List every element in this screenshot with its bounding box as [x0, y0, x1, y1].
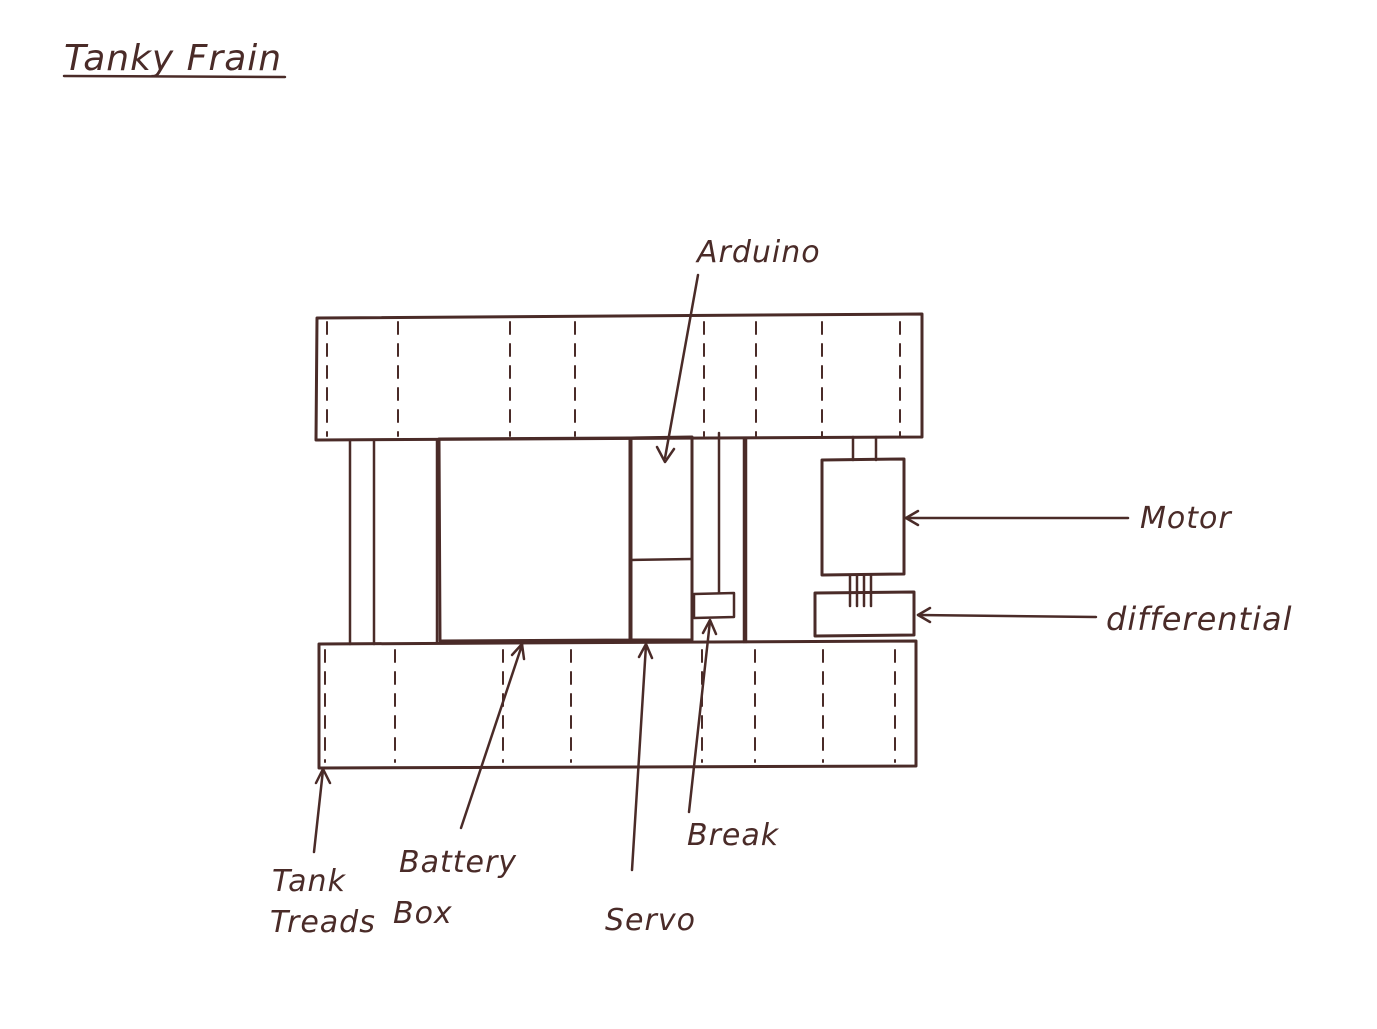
brake-block: [694, 593, 734, 618]
battery-box: [439, 438, 630, 641]
label-battery-box-line1: Battery: [399, 845, 517, 880]
label-battery-box-line2: Box: [393, 896, 453, 931]
frame-rails: [350, 433, 746, 644]
label-brake: Break: [687, 818, 780, 853]
label-differential: differential: [1106, 600, 1292, 638]
label-arduino: Arduino: [695, 235, 821, 270]
top-tank-tread: [316, 314, 922, 440]
title-underline: [64, 76, 285, 77]
label-tank-treads-line1: Tank: [272, 864, 347, 899]
label-motor: Motor: [1140, 501, 1232, 536]
arduino-servo-column: [631, 437, 692, 640]
diagram-title: Tanky Frain: [64, 38, 282, 79]
motor-body: [822, 437, 904, 606]
label-servo: Servo: [605, 903, 696, 938]
bottom-tank-tread: [319, 641, 916, 768]
label-tank-treads-line2: Treads: [270, 905, 376, 940]
